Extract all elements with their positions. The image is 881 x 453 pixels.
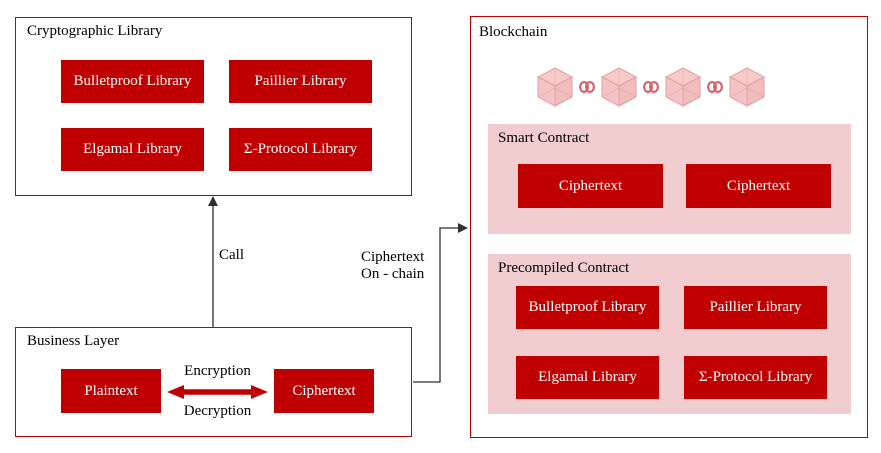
chain-link-icon <box>579 81 595 93</box>
block-cube-icon <box>601 67 637 107</box>
onchain-label-line2: On - chain <box>361 266 425 282</box>
onchain-label-line1: Ciphertext <box>361 249 425 265</box>
onchain-label: Ciphertext On - chain <box>361 249 424 283</box>
block-cube-icon <box>729 67 765 107</box>
call-arrowhead-icon <box>208 196 218 206</box>
smart-contract-title: Smart Contract <box>498 130 590 146</box>
precompiled-elgamal-library-block: Elgamal Library <box>516 356 659 399</box>
ciphertext-block: Ciphertext <box>274 369 374 413</box>
blockchain-title: Blockchain <box>479 24 548 40</box>
paillier-library-block: Paillier Library <box>229 60 372 103</box>
precompiled-paillier-library-block: Paillier Library <box>684 286 827 329</box>
smart-contract-panel: Smart Contract Ciphertext Ciphertext <box>488 124 851 234</box>
business-layer-title: Business Layer <box>27 333 120 349</box>
cryptographic-library-box: Cryptographic Library Bulletproof Librar… <box>15 17 412 196</box>
precompiled-contract-title: Precompiled Contract <box>498 260 630 276</box>
smart-contract-ciphertext-block: Ciphertext <box>518 164 663 208</box>
business-layer-box: Business Layer Plaintext Ciphertext Encr… <box>15 327 412 437</box>
bulletproof-library-block: Bulletproof Library <box>61 60 204 103</box>
block-cube-icon <box>665 67 701 107</box>
precompiled-sigma-protocol-library-block: Σ-Protocol Library <box>684 356 827 399</box>
chain-link-icon <box>707 81 723 93</box>
encrypt-decrypt-arrow-icon <box>167 385 268 399</box>
chain-link-icon <box>643 81 659 93</box>
block-cube-icon <box>537 67 573 107</box>
block-chain-row <box>537 67 765 107</box>
precompiled-contract-panel: Precompiled Contract Bulletproof Library… <box>488 254 851 414</box>
precompiled-bulletproof-library-block: Bulletproof Library <box>516 286 659 329</box>
encryption-label: Encryption <box>184 363 251 379</box>
decryption-label: Decryption <box>183 403 252 419</box>
elgamal-library-block: Elgamal Library <box>61 128 204 171</box>
blockchain-box: Blockchain <box>470 16 868 438</box>
sigma-protocol-library-block: Σ-Protocol Library <box>229 128 372 171</box>
plaintext-block: Plaintext <box>61 369 161 413</box>
cryptographic-library-title: Cryptographic Library <box>27 23 163 39</box>
call-label: Call <box>219 247 244 263</box>
smart-contract-ciphertext-block: Ciphertext <box>686 164 831 208</box>
onchain-arrowhead-icon <box>458 223 468 233</box>
